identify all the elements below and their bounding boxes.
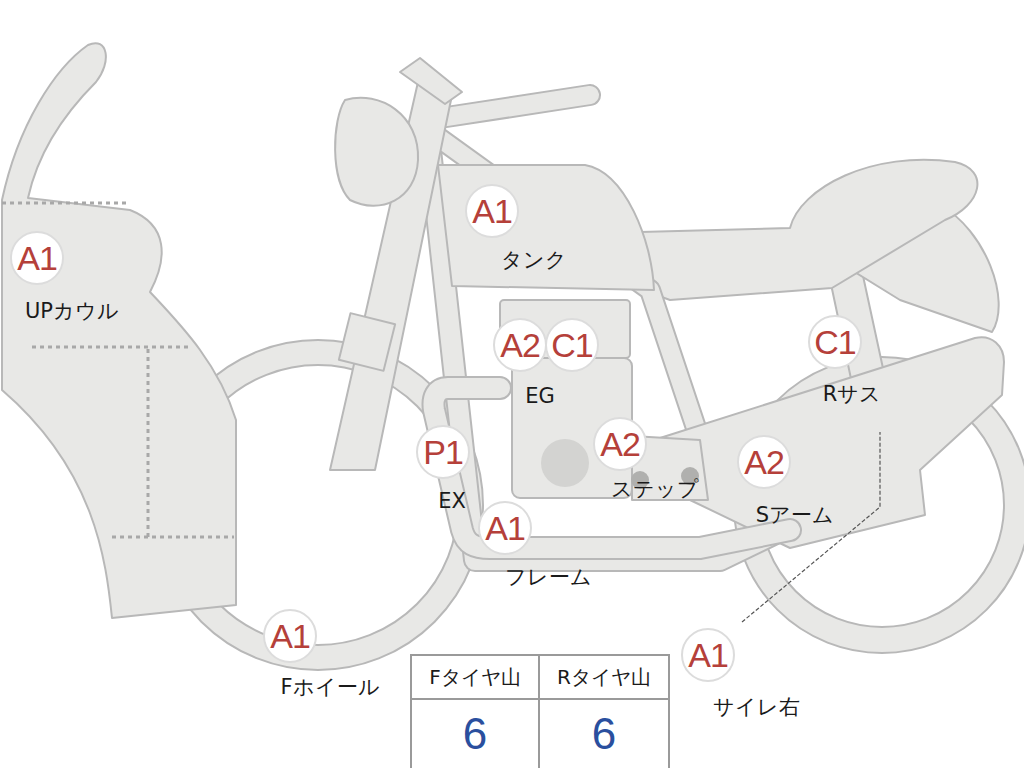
upper-cowl xyxy=(2,43,236,618)
callout-number: A1 xyxy=(17,241,57,275)
part-name: EG xyxy=(525,385,555,408)
engine xyxy=(541,439,589,487)
callout-circle: A1 xyxy=(681,628,735,682)
part-name: EX xyxy=(438,490,466,513)
callout-circle: A1 xyxy=(263,609,317,663)
cowl-seams xyxy=(147,349,150,537)
callout-circle: A1 xyxy=(465,184,519,238)
motorcycle-illustration xyxy=(2,43,1024,670)
cowl-seams xyxy=(32,346,192,349)
callout-number: A1 xyxy=(472,194,512,228)
callout-number: P1 xyxy=(423,435,463,469)
callout-circle: P1 xyxy=(416,425,470,479)
leader-line xyxy=(742,432,880,622)
cowl-seams xyxy=(112,536,234,539)
exhaust xyxy=(434,388,790,548)
frame-tubes xyxy=(440,95,590,118)
table-header: Rタイヤ山 xyxy=(540,656,668,700)
callout-circle: C1 xyxy=(545,318,599,372)
engine xyxy=(500,300,708,500)
callout-number: A1 xyxy=(485,511,525,545)
part-name: ステップ xyxy=(611,478,699,501)
callout-number: A1 xyxy=(688,638,728,672)
part-name: タンク xyxy=(501,249,567,272)
callout-circle: A1 xyxy=(10,231,64,285)
callout-number: C1 xyxy=(814,325,855,359)
table-value: 6 xyxy=(412,700,540,768)
cowl-seams xyxy=(2,202,128,205)
callout-number: A1 xyxy=(270,619,310,653)
table-header: Fタイヤ山 xyxy=(412,656,540,700)
part-name: サイレ右 xyxy=(713,696,800,719)
part-name: UPカウル xyxy=(25,300,119,323)
callout-number: A2 xyxy=(500,328,540,362)
frame-tubes xyxy=(440,95,590,118)
cowl-seams xyxy=(2,203,234,537)
exhaust xyxy=(434,388,790,548)
fuel-tank xyxy=(438,165,654,290)
exhaust xyxy=(434,388,790,548)
callout-circle: A2 xyxy=(737,435,791,489)
part-name: フレーム xyxy=(505,566,592,589)
part-name: Rサス xyxy=(823,383,882,406)
callout-number: A2 xyxy=(600,427,640,461)
table-value: 6 xyxy=(540,700,668,768)
callout-circle: A2 xyxy=(493,318,547,372)
callout-circle: A1 xyxy=(478,501,532,555)
part-name: Sアーム xyxy=(756,504,834,527)
seat xyxy=(640,160,977,300)
callout-circle: C1 xyxy=(808,315,862,369)
callout-number: A2 xyxy=(744,445,784,479)
handlebar xyxy=(400,58,462,104)
fork-clamp xyxy=(339,313,395,371)
callout-number: C1 xyxy=(551,328,592,362)
callout-circle: A2 xyxy=(593,417,647,471)
headlight xyxy=(335,98,418,206)
part-name: Fホイール xyxy=(280,676,379,699)
front-fork xyxy=(330,82,452,470)
tire-table: Fタイヤ山Rタイヤ山66 xyxy=(410,654,670,768)
